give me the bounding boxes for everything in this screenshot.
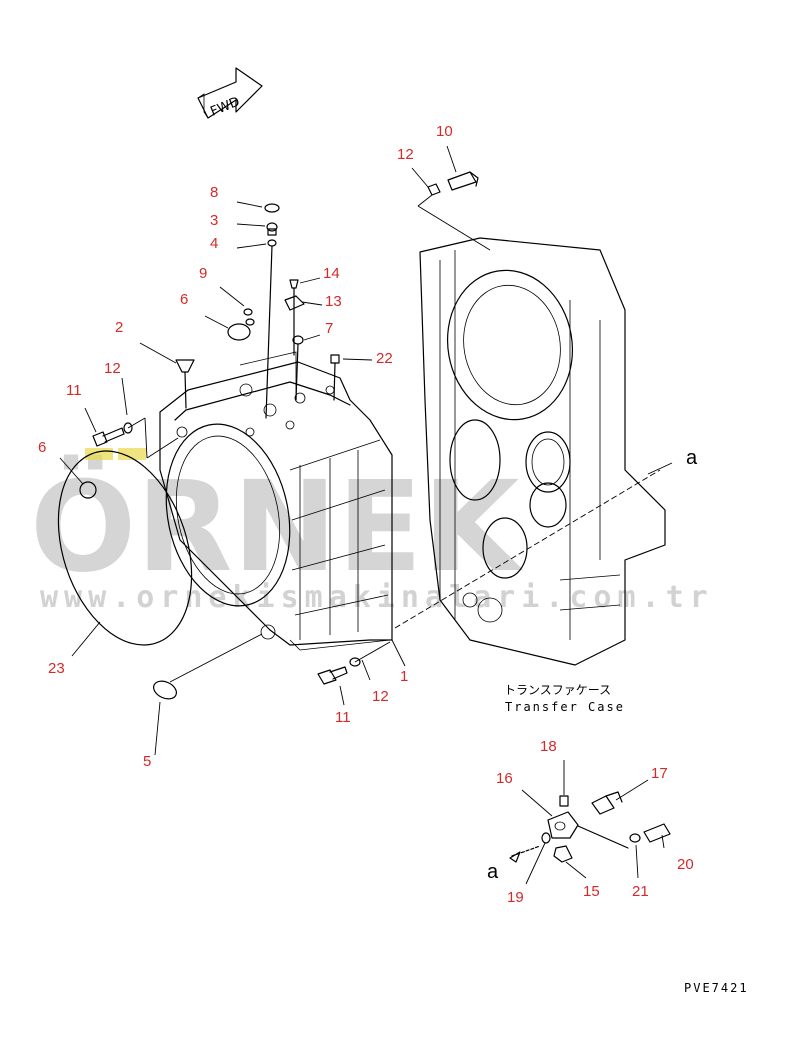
callout-13: 13 [325, 293, 342, 310]
callout-9: 9 [199, 265, 207, 282]
bolts-and-washers [92, 171, 479, 685]
callout-1: 1 [400, 668, 408, 685]
reference-a-top: a [686, 447, 698, 469]
transfer-case-label-jp: トランスファケース [504, 683, 611, 697]
callout-8: 8 [210, 184, 218, 201]
transfer-case-label-en: Transfer Case [505, 700, 625, 714]
watermark-logo: ÖRNEK [30, 454, 524, 600]
callout-16: 16 [496, 770, 513, 787]
callout-7: 7 [325, 320, 333, 337]
watermark-url: www.ornekismakinalari.com.tr [40, 580, 714, 615]
callout-17: 17 [651, 765, 668, 782]
callout-labels: 1 2 3 4 5 6 6 7 8 9 10 11 11 12 12 12 13… [38, 123, 694, 906]
callout-14: 14 [323, 265, 340, 282]
drawing-code: PVE7421 [684, 981, 749, 995]
gasket-23 [57, 450, 193, 646]
callout-18: 18 [540, 738, 557, 755]
callout-4: 4 [210, 235, 218, 252]
callout-15: 15 [583, 883, 600, 900]
fwd-arrow-icon: FWD [197, 67, 263, 120]
reference-a-bottom: a [487, 861, 499, 883]
watermark: ÖRNEK www.ornekismakinalari.com.tr [30, 448, 714, 615]
callout-20: 20 [677, 856, 694, 873]
leader-lines [59, 145, 673, 885]
callout-11-left: 11 [66, 382, 82, 399]
top-small-parts [175, 203, 340, 419]
lower-right-parts [509, 791, 671, 863]
callout-3: 3 [210, 212, 218, 229]
callout-19: 19 [507, 889, 524, 906]
plug-5 [153, 680, 177, 700]
callout-21: 21 [632, 883, 649, 900]
callout-11-bottom: 11 [335, 709, 351, 726]
o-ring-6-left [79, 481, 97, 499]
callout-12-top: 12 [397, 146, 414, 163]
fwd-label: FWD [208, 94, 242, 119]
callout-6-top: 6 [180, 291, 188, 308]
callout-12-left: 12 [104, 360, 121, 377]
transmission-case [159, 351, 393, 651]
watermark-dot-left [85, 448, 113, 460]
callout-23: 23 [48, 660, 65, 677]
watermark-dot-right [118, 448, 146, 460]
callout-10: 10 [436, 123, 453, 140]
callout-5: 5 [143, 753, 151, 770]
transfer-case [419, 237, 666, 666]
callout-2: 2 [115, 319, 123, 336]
callout-12-bottom: 12 [372, 688, 389, 705]
callout-22: 22 [376, 350, 393, 367]
callout-6-left: 6 [38, 439, 46, 456]
